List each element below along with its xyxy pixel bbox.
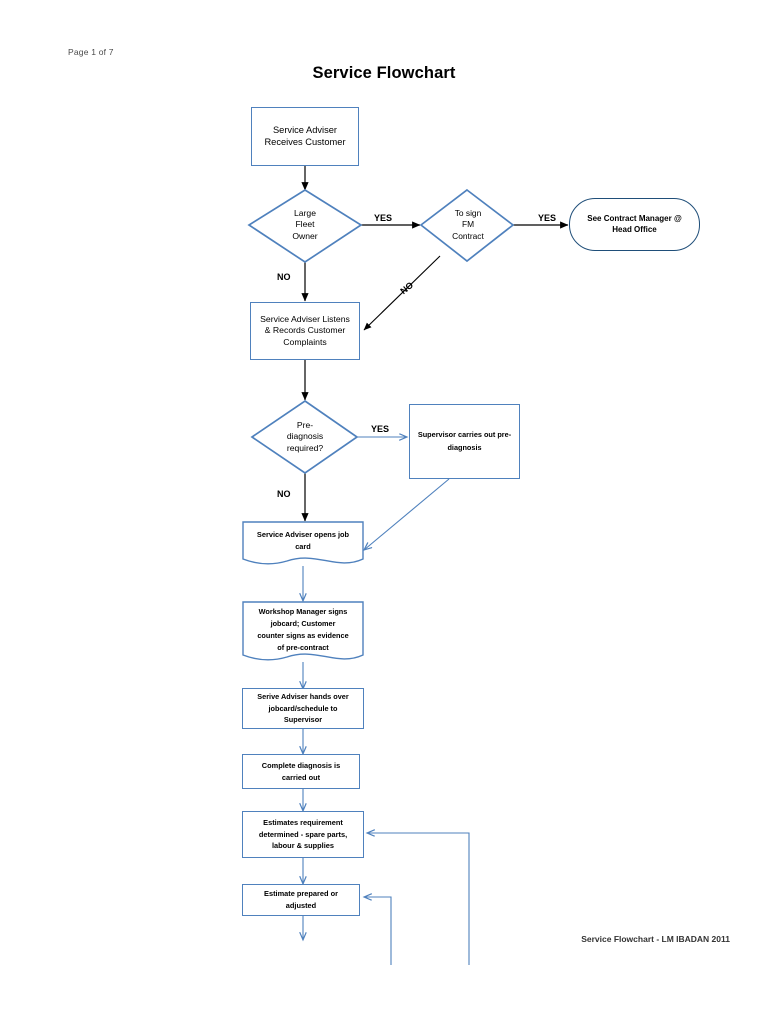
node-line: determined - spare parts, [258,829,348,839]
node-label: Supervisor carries out pre- diagnosis [418,429,511,454]
node-service-adviser-listens[interactable]: Service Adviser Listens & Records Custom… [250,302,360,360]
node-adviser-hands-over-jobcard[interactable]: Serive Adviser hands over jobcard/schedu… [242,688,364,729]
node-service-adviser-opens-job-card[interactable]: Service Adviser opens job card [242,521,364,569]
node-line: Estimate prepared or [264,889,338,899]
node-label: Estimates requirement determined - spare… [259,817,347,853]
node-label: See Contract Manager @ Head Office [587,214,682,234]
node-line: Complaints [283,336,327,347]
document-shape-icon [242,521,364,565]
edge-label-yes-contract: YES [538,213,557,223]
node-label: Serive Adviser hands over jobcard/schedu… [257,691,348,726]
node-see-contract-manager[interactable]: See Contract Manager @ Head Office [569,198,700,251]
node-label: Complete diagnosis is carried out [262,760,340,784]
edge-label-yes-fleet: YES [374,213,393,223]
node-line: Supervisor [283,715,323,725]
node-line: Complete diagnosis is [261,760,341,770]
node-line: Service Adviser opens job [256,529,350,539]
node-label: Workshop Manager signs jobcard; Customer… [242,601,364,667]
node-label: Estimate prepared or adjusted [264,888,338,912]
page-footer: Service Flowchart - LM IBADAN 2011 [581,934,730,944]
edge-feedback-n12 [367,833,470,965]
node-estimate-prepared-or-adjusted[interactable]: Estimate prepared or adjusted [242,884,360,916]
node-line: jobcard/schedule to [268,703,338,713]
edge-n7-n8 [364,478,450,550]
page-indicator: Page 1 of 7 [68,47,114,57]
node-line: diagnosis [447,442,482,452]
node-line: Service Adviser Listens [260,314,350,325]
edge-n3-n5 [363,255,441,331]
node-line: Workshop Manager signs [258,607,348,617]
node-line: Serive Adviser hands over [257,691,349,701]
edge-label-yes-prediag: YES [371,424,390,434]
node-line: card [295,542,311,551]
node-line: Head Office [612,224,657,234]
node-label: Service Adviser Receives Customer [264,125,345,149]
node-estimates-requirement-determined[interactable]: Estimates requirement determined - spare… [242,811,364,858]
edge-label-no-fleet: NO [277,272,291,282]
node-label: Service Adviser opens job card [242,521,364,569]
node-line: counter signs as evidence [257,631,349,640]
node-line: labour & supplies [271,841,334,851]
node-service-adviser-receives-customer[interactable]: Service Adviser Receives Customer [251,107,359,166]
node-line: See Contract Manager @ [587,214,682,224]
node-workshop-manager-signs-jobcard[interactable]: Workshop Manager signs jobcard; Customer… [242,601,364,667]
node-supervisor-carries-out-prediagnosis[interactable]: Supervisor carries out pre- diagnosis [409,404,520,479]
node-line: Service Adviser [272,124,338,135]
node-label: Service Adviser Listens & Records Custom… [260,314,350,347]
node-line: Estimates requirement [263,817,343,827]
edge-label-no-prediag: NO [277,489,291,499]
node-complete-diagnosis-carried-out[interactable]: Complete diagnosis is carried out [242,754,360,789]
node-line: jobcard; Customer [270,619,336,629]
node-line: & Records Customer [264,325,346,336]
document-shape-icon [242,601,364,661]
node-line: adjusted [285,901,317,910]
node-line: carried out [281,772,321,782]
node-line: of pre-contract [277,642,329,652]
edge-feedback-n13 [364,897,392,965]
page-title: Service Flowchart [312,64,456,82]
node-line: Receives Customer [264,136,346,147]
node-line: Supervisor carries out pre- [417,430,512,440]
